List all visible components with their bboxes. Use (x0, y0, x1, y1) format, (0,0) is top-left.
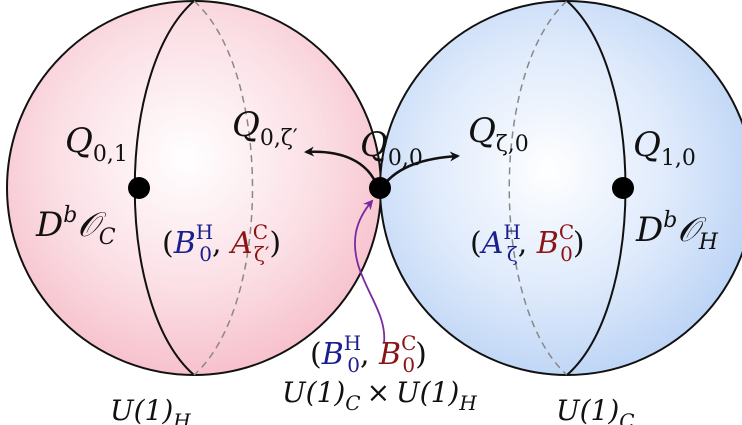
point-q01 (128, 177, 150, 199)
label-product-group: U(1)C×U(1)H (282, 376, 477, 415)
label-u1h: U(1)H (110, 394, 191, 425)
left-sphere (7, 1, 381, 375)
point-q10 (612, 177, 634, 199)
point-q00 (369, 177, 391, 199)
label-u1c: U(1)C (556, 394, 635, 425)
right-sphere (380, 1, 742, 375)
